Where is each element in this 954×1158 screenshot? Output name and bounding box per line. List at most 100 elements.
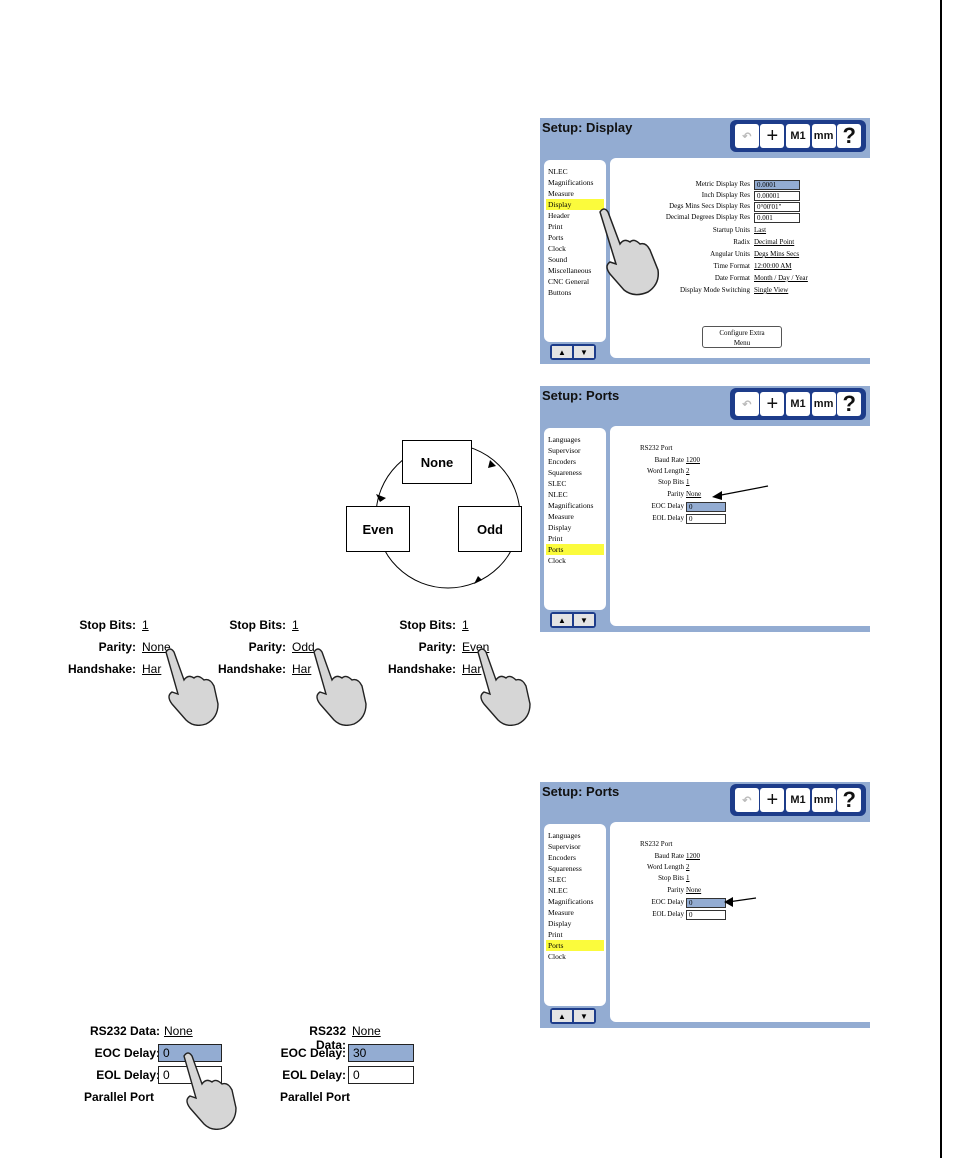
menu-item[interactable]: Clock: [548, 244, 566, 253]
menu-item[interactable]: Encoders: [548, 853, 576, 862]
units-button[interactable]: mm: [811, 392, 836, 416]
handshake-value[interactable]: Har: [462, 662, 482, 676]
menu-item[interactable]: Print: [548, 534, 563, 543]
configure-extra-menu-button[interactable]: Configure Extra Menu: [702, 326, 782, 348]
menu-item[interactable]: Languages: [548, 831, 581, 840]
menu-item[interactable]: Magnifications: [548, 897, 594, 906]
menu-item[interactable]: Print: [548, 930, 563, 939]
word-length-toggle[interactable]: 2: [686, 467, 690, 475]
parity-value[interactable]: None: [142, 640, 171, 654]
metric-res-field[interactable]: 0.0001: [754, 180, 800, 190]
baud-rate-toggle[interactable]: 1200: [686, 852, 700, 860]
menu-item[interactable]: SLEC: [548, 479, 567, 488]
menu-item[interactable]: Squareness: [548, 468, 582, 477]
word-length-toggle[interactable]: 2: [686, 863, 690, 871]
menu-item[interactable]: NLEC: [548, 886, 568, 895]
m1-button[interactable]: M1: [785, 124, 810, 148]
dms-res-field[interactable]: 0°00'01": [754, 202, 800, 212]
rs232-data-value[interactable]: None: [352, 1024, 381, 1038]
menu-item[interactable]: Magnifications: [548, 178, 594, 187]
eoc-delay-field[interactable]: 0: [686, 898, 726, 908]
date-format-toggle[interactable]: Month / Day / Year: [754, 274, 808, 282]
stop-bits-value[interactable]: 1: [292, 618, 299, 632]
menu-item[interactable]: Sound: [548, 255, 568, 264]
menu-item[interactable]: Print: [548, 222, 563, 231]
handshake-value[interactable]: Har: [142, 662, 162, 676]
stop-bits-toggle[interactable]: 1: [686, 874, 690, 882]
units-button[interactable]: mm: [811, 788, 836, 812]
crosshair-icon[interactable]: +: [760, 392, 785, 416]
menu-item[interactable]: Display: [548, 523, 572, 532]
menu-item[interactable]: Buttons: [548, 288, 572, 297]
inch-res-field[interactable]: 0.00001: [754, 191, 800, 201]
delay-example-before: RS232 Data: None EOC Delay: 0 EOL Delay:…: [80, 1022, 270, 1130]
menu-item[interactable]: CNC General: [548, 277, 590, 286]
menu-item[interactable]: Squareness: [548, 864, 582, 873]
scroll-down-icon[interactable]: ▼: [574, 346, 594, 358]
eol-delay-field[interactable]: 0: [348, 1066, 414, 1084]
scroll-down-icon[interactable]: ▼: [574, 1010, 594, 1022]
scroll-up-icon[interactable]: ▲: [552, 614, 572, 626]
handshake-value[interactable]: Har: [292, 662, 312, 676]
rs232-data-value[interactable]: None: [164, 1024, 193, 1038]
menu-item-selected[interactable]: Ports: [546, 544, 604, 555]
menu-item[interactable]: Measure: [548, 908, 574, 917]
help-button[interactable]: ?: [837, 391, 862, 416]
dd-res-field[interactable]: 0.001: [754, 213, 800, 223]
crosshair-icon[interactable]: +: [760, 788, 785, 812]
undo-icon[interactable]: ↶: [734, 788, 759, 812]
radix-toggle[interactable]: Decimal Point: [754, 238, 795, 246]
menu-item[interactable]: Display: [548, 919, 572, 928]
menu-item[interactable]: Miscellaneous: [548, 266, 592, 275]
menu-item[interactable]: Clock: [548, 556, 566, 565]
menu-item[interactable]: Clock: [548, 952, 566, 961]
button-label-line: Menu: [733, 339, 751, 347]
scroll-down-icon[interactable]: ▼: [574, 614, 594, 626]
angular-units-toggle[interactable]: Degs Mins Secs: [754, 250, 800, 258]
menu-item[interactable]: NLEC: [548, 490, 568, 499]
stop-bits-toggle[interactable]: 1: [686, 478, 690, 486]
eoc-delay-field[interactable]: 0: [686, 502, 726, 512]
m1-button[interactable]: M1: [785, 392, 810, 416]
baud-rate-toggle[interactable]: 1200: [686, 456, 700, 464]
parity-value[interactable]: Odd: [292, 640, 315, 654]
menu-item[interactable]: Magnifications: [548, 501, 594, 510]
menu-item[interactable]: Ports: [548, 233, 564, 242]
scroll-up-icon[interactable]: ▲: [552, 346, 572, 358]
menu-item[interactable]: Encoders: [548, 457, 576, 466]
field-label: Decimal Degrees Display Res: [665, 213, 750, 221]
time-format-toggle[interactable]: 12:00:00 AM: [754, 262, 792, 270]
menu-item[interactable]: Measure: [548, 512, 574, 521]
eol-delay-field[interactable]: 0: [686, 910, 726, 920]
display-mode-toggle[interactable]: Single View: [754, 286, 789, 294]
menu-item[interactable]: SLEC: [548, 875, 567, 884]
scroll-up-icon[interactable]: ▲: [552, 1010, 572, 1022]
menu-item[interactable]: Supervisor: [548, 446, 581, 455]
parity-toggle[interactable]: None: [686, 490, 702, 498]
units-button[interactable]: mm: [811, 124, 836, 148]
crosshair-icon[interactable]: +: [760, 124, 785, 148]
eoc-delay-field[interactable]: 30: [348, 1044, 414, 1062]
menu-item[interactable]: Measure: [548, 189, 574, 198]
menu-item[interactable]: Languages: [548, 435, 581, 444]
menu-item-selected[interactable]: Ports: [546, 940, 604, 951]
field-label: EOL Delay: [652, 514, 684, 522]
section-label: RS232 Port: [640, 444, 673, 452]
cycle-box-odd: Odd: [458, 506, 522, 552]
help-button[interactable]: ?: [837, 787, 862, 812]
section-label: RS232 Port: [640, 840, 673, 848]
undo-icon[interactable]: ↶: [734, 392, 759, 416]
parity-toggle[interactable]: None: [686, 886, 702, 894]
cycle-box-even: Even: [346, 506, 410, 552]
startup-units-toggle[interactable]: Last: [754, 226, 767, 234]
stop-bits-value[interactable]: 1: [462, 618, 469, 632]
stop-bits-value[interactable]: 1: [142, 618, 149, 632]
menu-item[interactable]: Header: [548, 211, 570, 220]
help-button[interactable]: ?: [837, 123, 862, 148]
undo-icon[interactable]: ↶: [734, 124, 759, 148]
menu-item[interactable]: Supervisor: [548, 842, 581, 851]
menu-item[interactable]: NLEC: [548, 167, 568, 176]
eol-delay-field[interactable]: 0: [686, 514, 726, 524]
menu-item-selected[interactable]: Display: [546, 199, 604, 210]
m1-button[interactable]: M1: [785, 788, 810, 812]
